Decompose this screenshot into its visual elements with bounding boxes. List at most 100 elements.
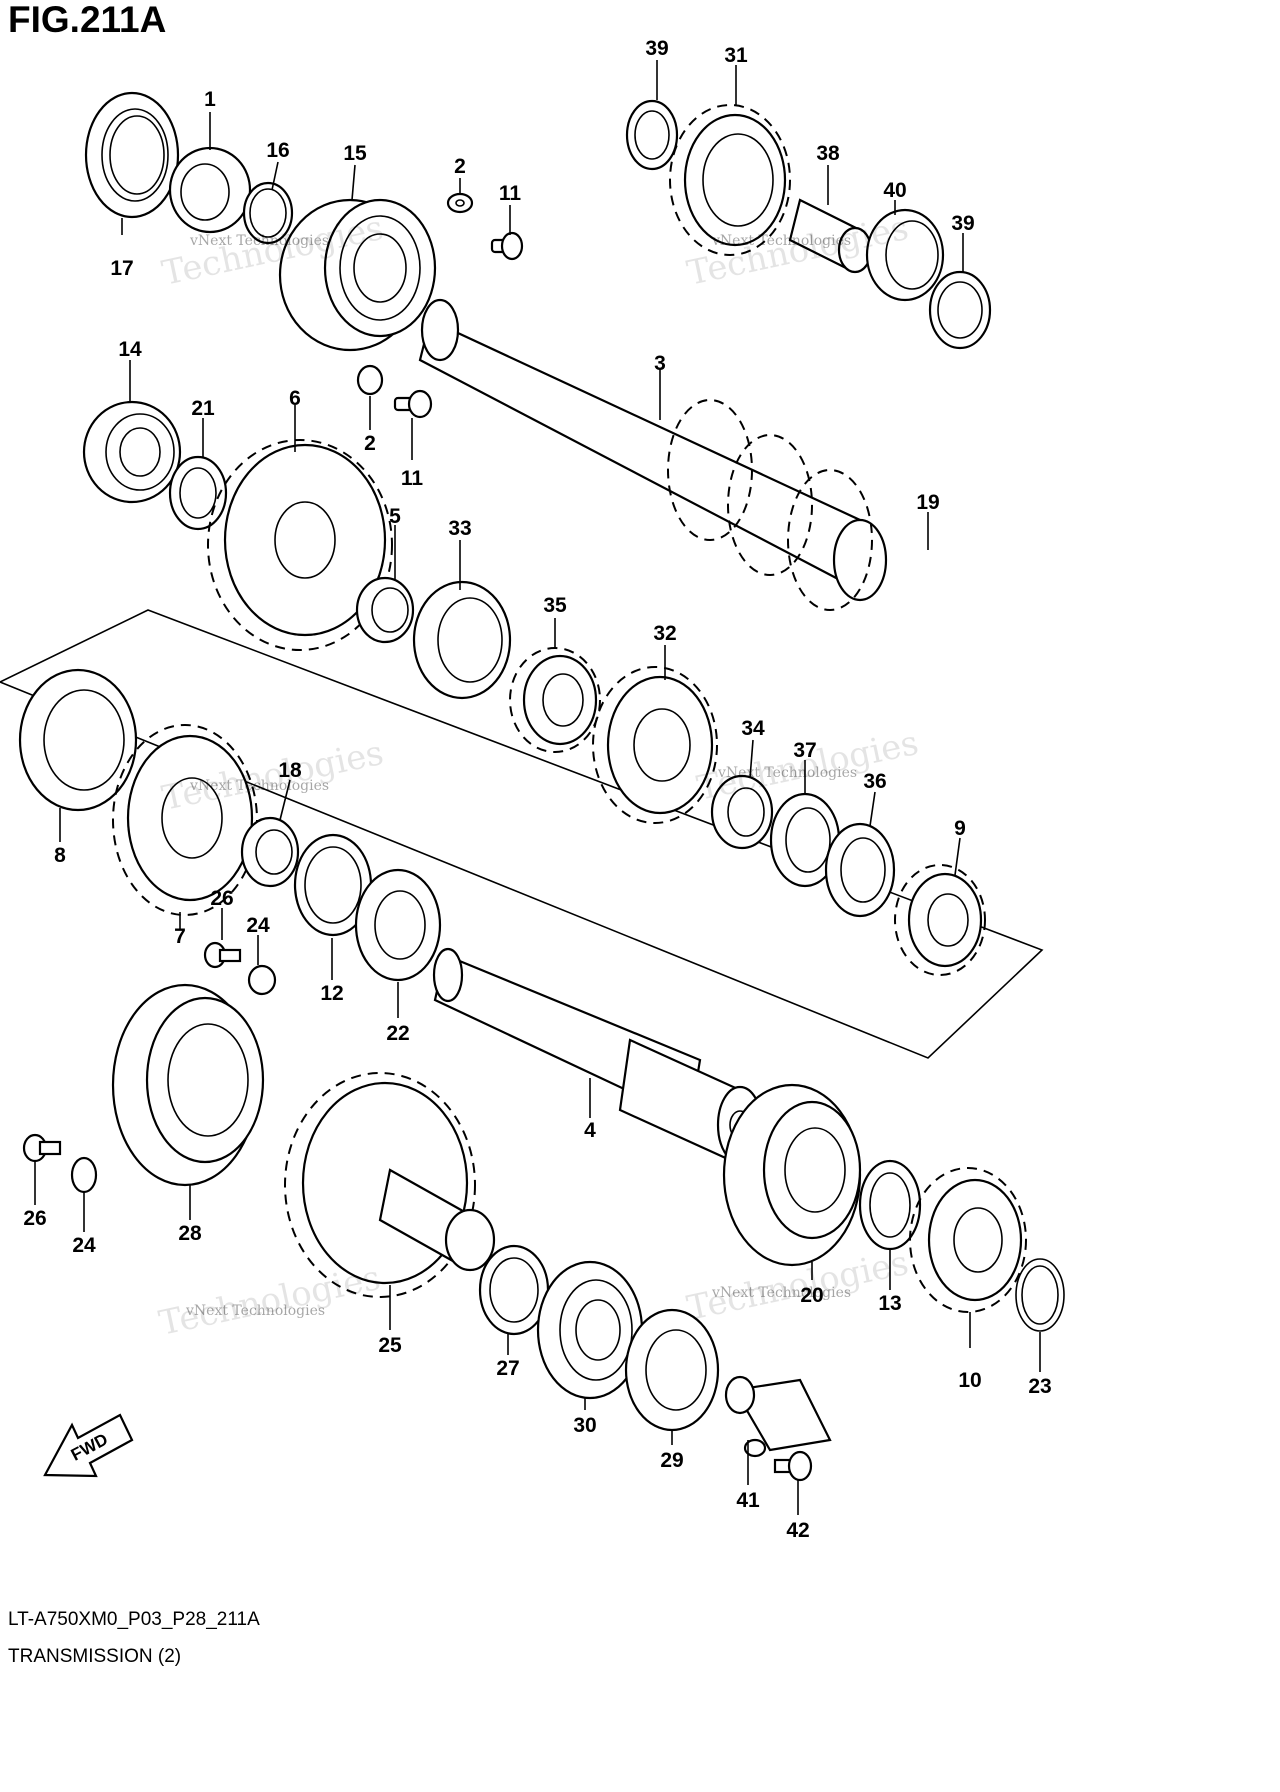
callout-2b: 2 [364, 432, 376, 455]
callout-39b: 39 [951, 212, 974, 235]
callout-2a: 2 [454, 155, 466, 178]
part-30-bearing [536, 1260, 644, 1400]
watermark-2: vNext Technologies [711, 233, 851, 249]
fwd-arrow-icon: FWD [43, 1413, 134, 1478]
callout-13: 13 [878, 1292, 901, 1315]
part-31-gear [669, 104, 791, 256]
callout-31: 31 [724, 44, 748, 67]
callout-23: 23 [1028, 1375, 1051, 1398]
callout-9: 9 [954, 817, 966, 840]
callout-34: 34 [741, 717, 765, 740]
part-8-gear [18, 668, 138, 812]
part-32-gear [592, 666, 718, 824]
leader-lines [34, 60, 1041, 1515]
callout-11b: 11 [401, 467, 424, 490]
part-11-screw-mid [393, 389, 433, 419]
callout-26b: 26 [23, 1207, 46, 1230]
callout-25: 25 [378, 1334, 402, 1357]
callouts: 1 2 2 3 4 5 6 7 8 9 10 11 11 12 13 14 15… [23, 37, 1051, 1542]
callout-38: 38 [816, 142, 840, 165]
part-10-gear [909, 1167, 1027, 1313]
figure-title: FIG.211A [8, 0, 166, 40]
part-22-washer [354, 868, 442, 982]
callout-42: 42 [786, 1519, 809, 1542]
callout-14: 14 [118, 338, 142, 361]
part-3-countershaft [418, 298, 888, 611]
callout-8: 8 [54, 844, 66, 867]
callout-33: 33 [448, 517, 471, 540]
callout-7: 7 [174, 925, 186, 948]
figure-code: LT-A750XM0_P03_P28_211A [8, 1609, 260, 1630]
part-40-needle-bearing [865, 208, 945, 302]
figure-name: TRANSMISSION (2) [8, 1646, 181, 1667]
callout-26a: 26 [210, 887, 233, 910]
part-23-circlip [1015, 1258, 1065, 1332]
part-29-oil-seal [624, 1308, 720, 1432]
callout-1: 1 [204, 88, 216, 111]
callout-21: 21 [191, 397, 215, 420]
callout-15: 15 [343, 142, 367, 165]
callout-36: 36 [863, 770, 886, 793]
callout-35: 35 [543, 594, 567, 617]
part-16-ring [242, 181, 294, 245]
callout-17: 17 [110, 257, 133, 280]
callout-6: 6 [289, 387, 301, 410]
part-41-sensor [724, 1375, 832, 1458]
part-11-screw-top [490, 231, 524, 261]
callout-3: 3 [654, 352, 666, 375]
callout-41: 41 [736, 1489, 760, 1512]
callout-16: 16 [266, 139, 289, 162]
callout-24a: 24 [246, 914, 270, 937]
part-33-shift-sleeve [412, 580, 512, 700]
part-17-oil-seal [84, 91, 180, 219]
callout-27: 27 [496, 1357, 519, 1380]
part-39-washer-right [928, 270, 992, 350]
watermark-1: vNext Technologies [189, 233, 329, 249]
part-35-gear [509, 647, 601, 753]
part-7-gear [112, 724, 258, 916]
part-24-plate-lower [70, 1156, 98, 1194]
watermark-5b: Technologies [156, 1258, 384, 1344]
callout-39a: 39 [645, 37, 668, 60]
callout-22: 22 [386, 1022, 409, 1045]
callout-19: 19 [916, 491, 939, 514]
callout-10: 10 [958, 1369, 981, 1392]
part-2-washer-top [446, 192, 474, 214]
watermark-6: vNext Technologies [711, 1285, 851, 1301]
callout-37: 37 [793, 739, 816, 762]
callout-30: 30 [573, 1414, 596, 1437]
callout-5: 5 [389, 505, 401, 528]
part-24-washer [247, 964, 277, 996]
part-1-bearing [168, 146, 252, 234]
callout-40: 40 [883, 179, 906, 202]
part-42-bolt [773, 1450, 813, 1482]
callout-20: 20 [800, 1284, 823, 1307]
callout-4: 4 [584, 1119, 596, 1142]
part-18-bushing [240, 816, 300, 888]
part-5-bushing [355, 576, 415, 644]
watermark-3: vNext Technologies [189, 778, 329, 794]
callout-12: 12 [320, 982, 343, 1005]
part-4-driveshaft [432, 947, 764, 1165]
part-25-gear [284, 1072, 496, 1298]
callout-18: 18 [278, 759, 302, 782]
part-36-lock-washer [824, 822, 896, 918]
watermark-5: vNext Technologies [185, 1303, 325, 1319]
callout-28: 28 [178, 1222, 202, 1245]
callout-11a: 11 [499, 182, 522, 205]
part-6-gear [207, 439, 393, 651]
part-15-bearing [278, 198, 437, 352]
part-26-bolt [203, 941, 242, 969]
part-14-bearing [82, 400, 182, 504]
part-28-bearing [111, 983, 265, 1187]
parts-layer [18, 91, 1065, 1482]
callout-24b: 24 [72, 1234, 96, 1257]
part-9-gear [894, 864, 986, 976]
part-2-washer-mid [356, 364, 384, 396]
part-26-bolt-lower [22, 1133, 62, 1163]
watermark-4: vNext Technologies [717, 765, 857, 781]
callout-29: 29 [660, 1449, 683, 1472]
callout-32: 32 [653, 622, 676, 645]
part-20-bearing [722, 1083, 862, 1267]
